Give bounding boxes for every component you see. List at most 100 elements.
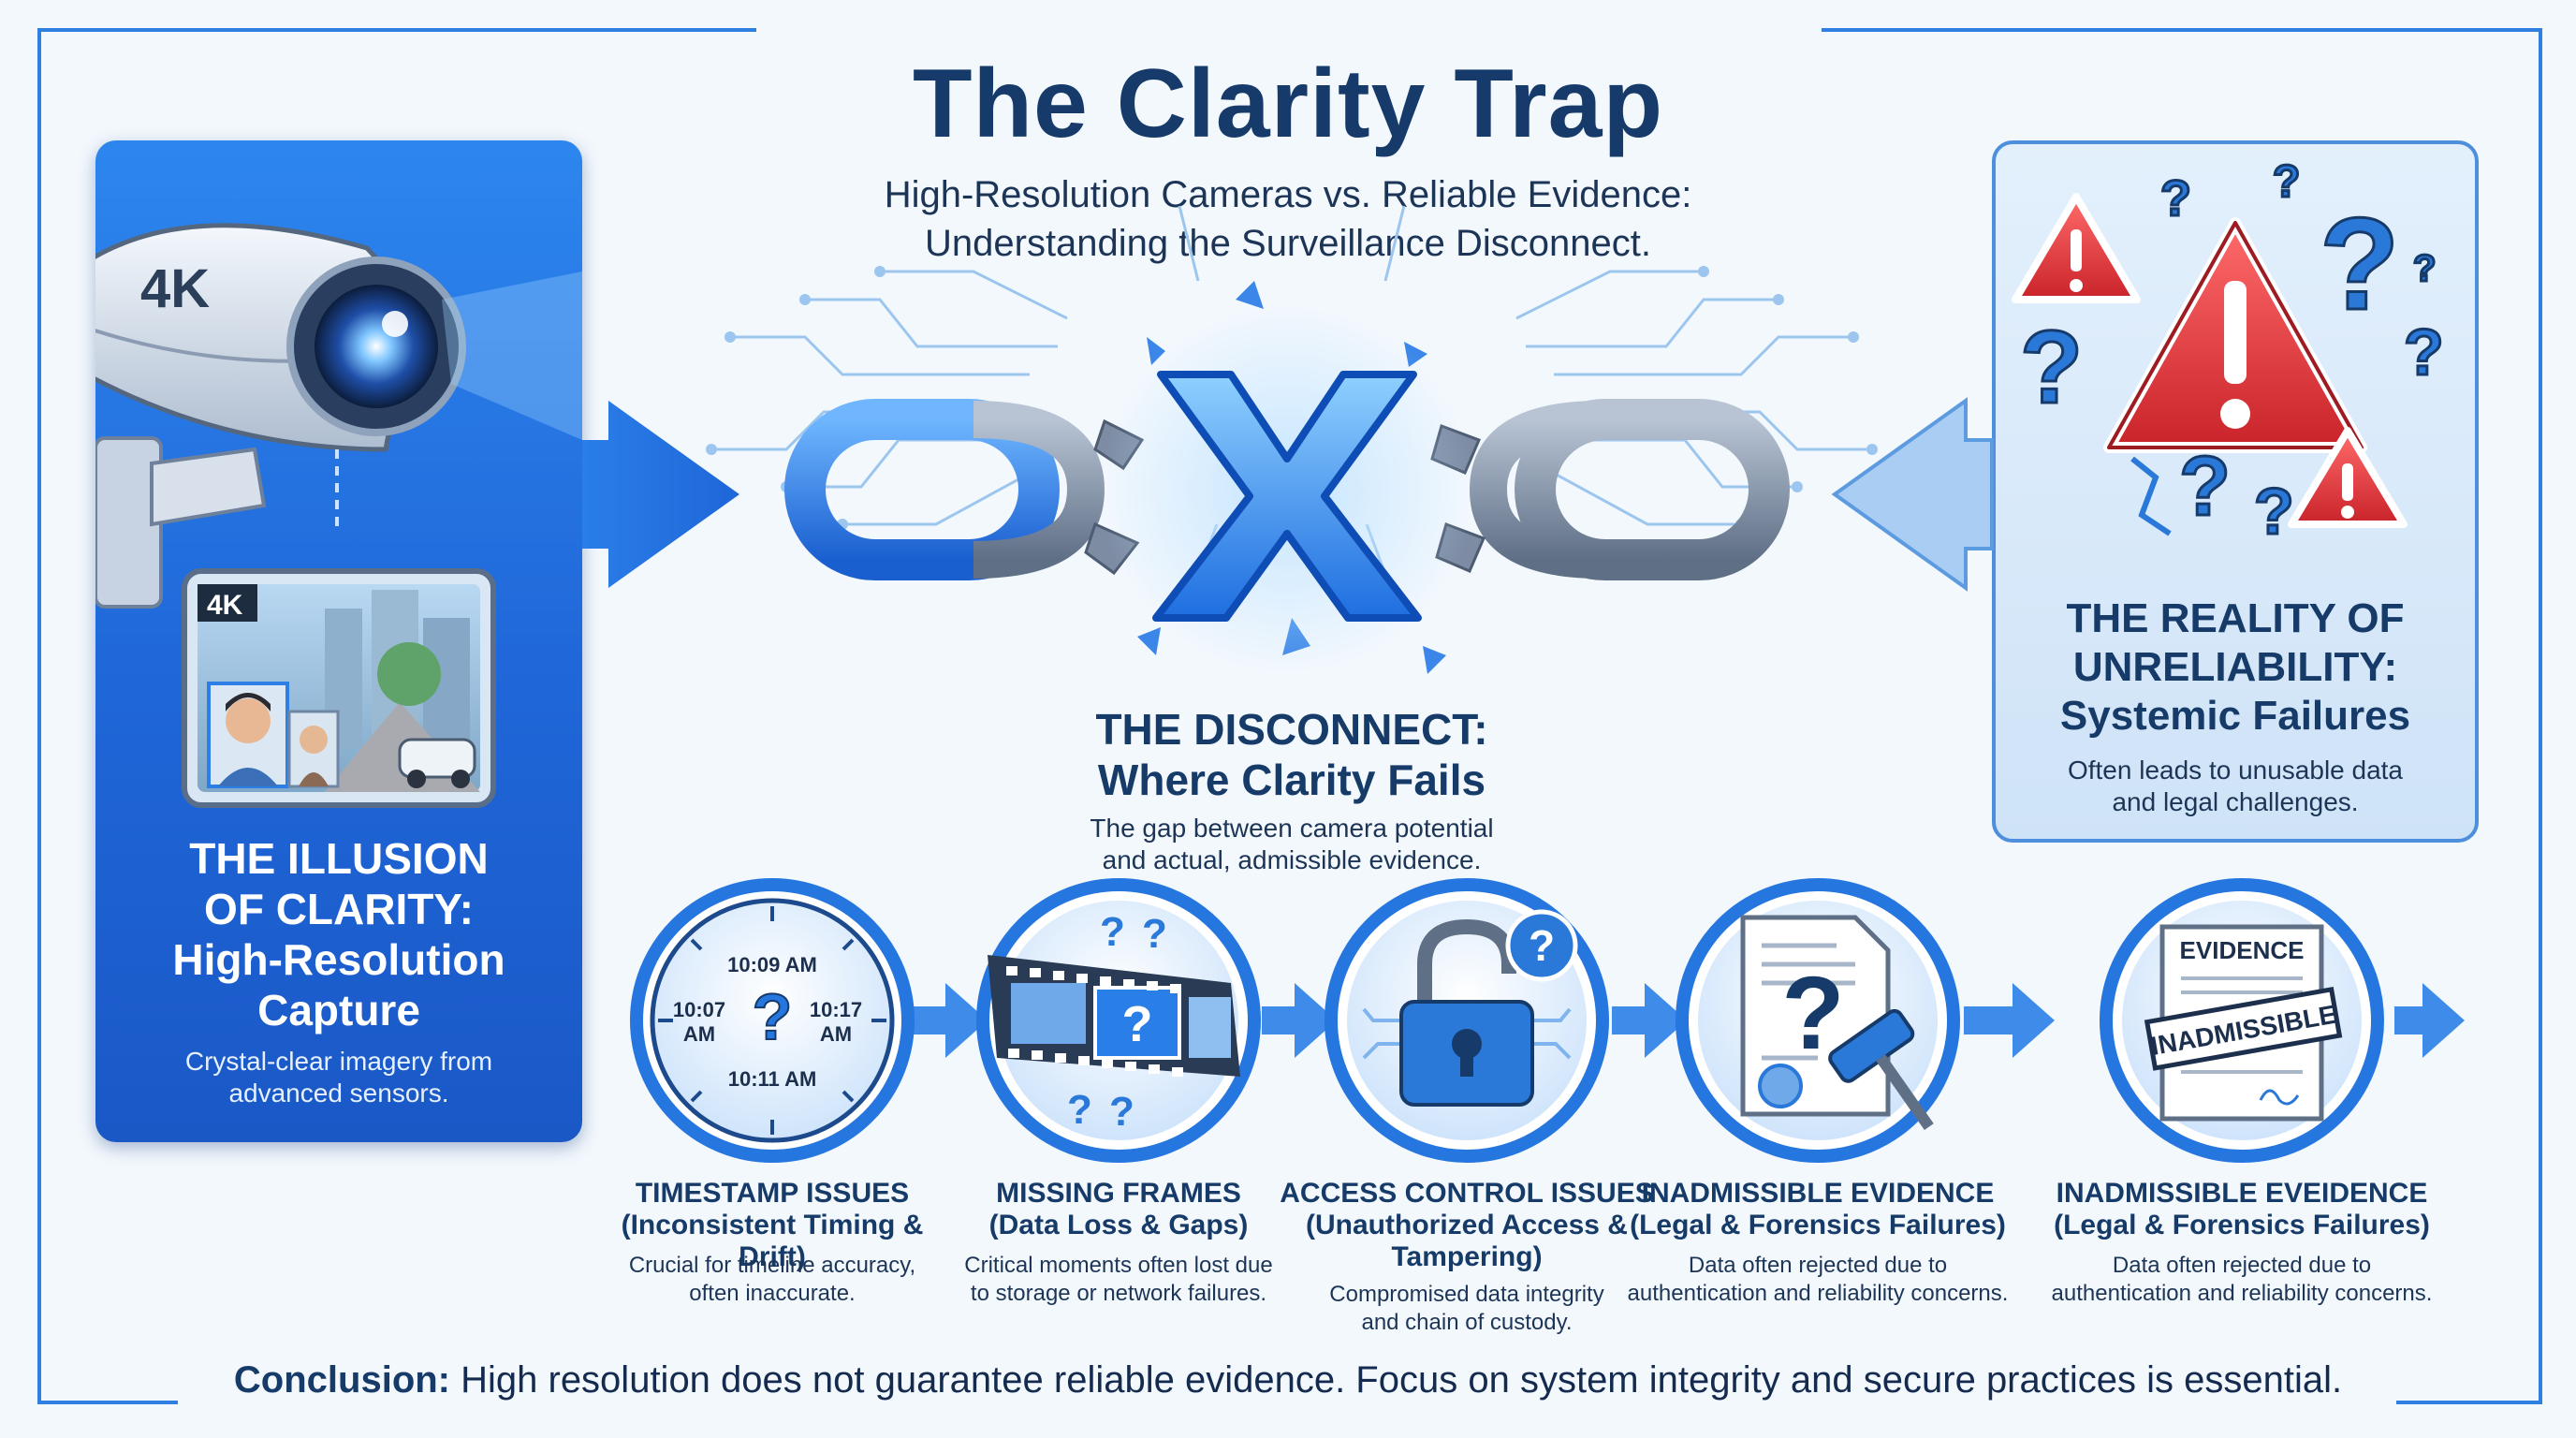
illusion-description: Crystal-clear imagery from advanced sens… (95, 1046, 582, 1109)
svg-text:?: ? (2160, 170, 2191, 227)
disconnect-heading: THE DISCONNECT: Where Clarity Fails (964, 704, 1619, 805)
reality-heading-line-1: THE REALITY OF (2066, 595, 2405, 641)
frame-left (37, 28, 41, 1404)
clock-time-right: 10:17 (810, 998, 862, 1021)
disconnect-heading-line-1: THE DISCONNECT: (1095, 705, 1488, 754)
reality-heading: THE REALITY OF UNRELIABILITY: Systemic F… (1992, 594, 2479, 741)
issue-desc-access-control: Compromised data integrity and chain of … (1280, 1281, 1654, 1337)
clock-icon: 10:09 AM 10:07 AM 10:17 AM 10:11 AM ? (630, 878, 915, 1163)
issue-desc-line: and chain of custody. (1361, 1310, 1573, 1335)
issue-title-inadmissible-2: INADMISSIBLE EVEIDENCE (Legal & Forensic… (2031, 1178, 2452, 1241)
conclusion: Conclusion: High resolution does not gua… (0, 1359, 2576, 1401)
issue-title-line: (Data Loss & Gaps) (988, 1210, 1249, 1240)
disconnect-description: The gap between camera potential and act… (964, 813, 1619, 876)
issue-title-line: Tampering) (1391, 1241, 1543, 1272)
x-mark-icon (1152, 371, 1422, 622)
frame-top-right (1822, 28, 2542, 32)
illusion-heading-line-4: Capture (257, 986, 420, 1034)
reality-heading-line-2: UNRELIABILITY: (2072, 644, 2398, 690)
issue-title-line: TIMESTAMP ISSUES (635, 1178, 910, 1209)
svg-text:?: ? (2413, 248, 2436, 289)
illusion-description-line-2: advanced sensors. (228, 1078, 449, 1108)
clock-time-left-ampm: AM (683, 1022, 715, 1046)
issue-desc-line: Critical moments often lost due (964, 1253, 1273, 1278)
svg-text:?: ? (2320, 190, 2400, 337)
small-warning-icon (2012, 193, 2141, 303)
svg-text:?: ? (2273, 157, 2300, 207)
svg-text:?: ? (2020, 310, 2083, 425)
svg-text:?: ? (1100, 909, 1125, 955)
film-strip-icon: ? ?? ?? (976, 878, 1261, 1163)
issue-title-line: (Legal & Forensics Failures) (1630, 1210, 2006, 1240)
issue-desc-line: to storage or network failures. (970, 1281, 1267, 1306)
screen-4k-label: 4K (207, 590, 243, 621)
issue-title-line: INADMISSIBLE EVEIDENCE (2056, 1178, 2428, 1209)
illusion-illustration: 4K 4K (95, 223, 582, 808)
conclusion-label: Conclusion: (233, 1359, 450, 1401)
video-monitor: 4K (182, 568, 496, 808)
reality-description-line-2: and legal challenges. (2112, 787, 2359, 816)
issue-desc-line: authentication and reliability concerns. (1627, 1281, 2009, 1306)
illusion-heading: THE ILLUSION OF CLARITY: High-Resolution… (95, 833, 582, 1035)
small-warning-icon (2288, 427, 2408, 528)
clock-time-bottom: 10:11 AM (728, 1067, 817, 1091)
frame-top-left (37, 28, 756, 32)
disconnect-description-line-2: and actual, admissible evidence. (1102, 845, 1482, 874)
svg-text:?: ? (2404, 315, 2444, 389)
issue-title-inadmissible: INADMISSIBLE EVIDENCE (Legal & Forensics… (1626, 1178, 2010, 1241)
svg-text:?: ? (2254, 475, 2294, 548)
svg-text:?: ? (1109, 1089, 1134, 1135)
issue-title-line: MISSING FRAMES (996, 1178, 1241, 1209)
frame-bottom-left (37, 1401, 178, 1404)
issue-title-line: ACCESS CONTROL ISSUES (1280, 1178, 1654, 1209)
illusion-description-line-1: Crystal-clear imagery from (184, 1047, 493, 1076)
issue-desc-line: Data often rejected due to (2112, 1253, 2372, 1278)
issue-title-missing-frames: MISSING FRAMES (Data Loss & Gaps) (936, 1178, 1301, 1241)
clock-time-top: 10:09 AM (727, 953, 817, 976)
left-flow-arrow (582, 401, 739, 588)
disconnect-description-line-1: The gap between camera potential (1090, 814, 1494, 843)
camera-4k-label: 4K (140, 258, 210, 319)
reality-description-line-1: Often leads to unusable data (2067, 756, 2404, 785)
padlock-icon: ? (1325, 878, 1609, 1163)
issue-title-line: INADMISSIBLE EVIDENCE (1641, 1178, 1995, 1209)
svg-text:?: ? (1529, 921, 1555, 970)
svg-text:?: ? (2179, 440, 2231, 534)
security-camera-icon: 4K (95, 223, 582, 609)
disconnect-heading-line-2: Where Clarity Fails (1097, 756, 1486, 804)
warning-triangle-icon (2103, 217, 2367, 453)
evidence-stamp-icon: EVIDENCE INADMISSIBLE (2100, 878, 2384, 1163)
evidence-doc-label: EVIDENCE (2180, 936, 2305, 964)
document-gavel-icon: ? (1676, 878, 1960, 1163)
subtitle-line-2: Understanding the Surveillance Disconnec… (925, 223, 1651, 264)
issue-desc-missing-frames: Critical moments often lost due to stora… (936, 1252, 1301, 1308)
issue-desc-line: Crucial for timeline accuracy, (628, 1253, 916, 1278)
svg-text:?: ? (1067, 1087, 1092, 1133)
svg-text:?: ? (753, 980, 793, 1053)
issue-desc-line: often inaccurate. (689, 1281, 856, 1306)
illusion-heading-line-1: THE ILLUSION (189, 834, 489, 883)
issue-title-timestamp: TIMESTAMP ISSUES (Inconsistent Timing & … (585, 1178, 959, 1273)
issue-title-line: (Unauthorized Access & (1306, 1210, 1628, 1240)
svg-text:?: ? (1142, 911, 1167, 957)
frame-bottom-right (2396, 1401, 2542, 1404)
issue-desc-timestamp: Crucial for timeline accuracy, often ina… (585, 1252, 959, 1308)
reality-illustration: ? ? ? ? ? ? ? ? (2012, 156, 2445, 550)
issue-title-line: (Legal & Forensics Failures) (2054, 1210, 2430, 1240)
issue-flow-arrows (913, 983, 2465, 1058)
illusion-heading-line-3: High-Resolution (172, 935, 505, 984)
illusion-heading-line-2: OF CLARITY: (204, 885, 474, 933)
issue-desc-line: Compromised data integrity (1329, 1282, 1604, 1307)
issue-desc-line: authentication and reliability concerns. (2051, 1281, 2433, 1306)
right-flow-arrow (1831, 397, 1994, 592)
reality-description: Often leads to unusable data and legal c… (1992, 755, 2479, 818)
frame-right (2539, 28, 2542, 1404)
issue-desc-line: Data often rejected due to (1688, 1253, 1948, 1278)
page-title: The Clarity Trap (913, 50, 1663, 158)
issue-title-line: (Inconsistent Timing & Drift) (621, 1210, 924, 1272)
issue-desc-inadmissible-2: Data often rejected due to authenticatio… (2031, 1252, 2452, 1308)
svg-text:?: ? (1122, 996, 1153, 1052)
